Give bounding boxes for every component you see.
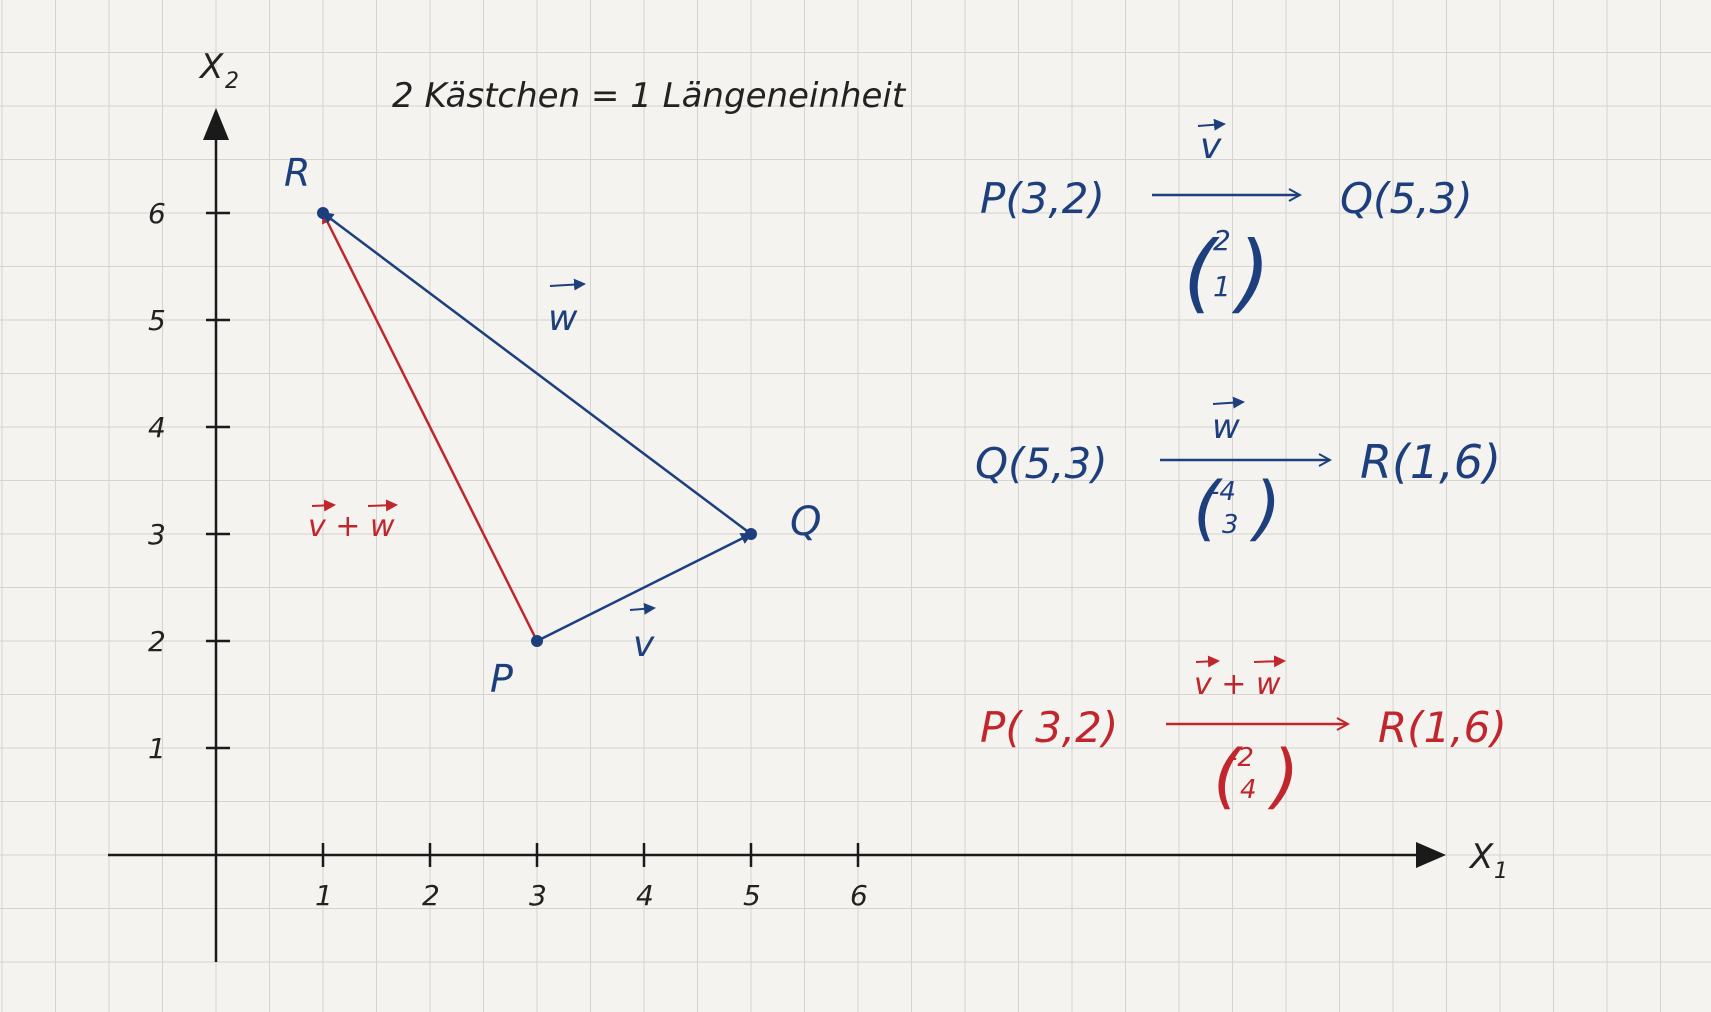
column-vector-top: -2 — [1228, 743, 1254, 773]
y-tick-label: 3 — [148, 518, 166, 551]
column-vector-top: 2 — [1213, 224, 1231, 257]
vector-label-w: w — [548, 278, 586, 339]
column-vector-paren-left: ( — [1183, 223, 1220, 323]
x-tick-label: 6 — [850, 879, 868, 912]
vector-v — [536, 532, 753, 643]
vector-arrow-icon — [1195, 655, 1220, 668]
vector-arrow-icon — [311, 499, 336, 512]
mapping-p-to-r: P( 3,2) v + w R(1,6) ( -2 4 ) — [980, 655, 1507, 817]
coordinate-axes — [108, 108, 1446, 962]
vector-label-v-plus-w: v + w — [308, 499, 398, 544]
column-vector-paren-right: ) — [1249, 467, 1281, 549]
mapping-to: R(1,6) — [1378, 703, 1507, 752]
mapping-to: Q(5,3) — [1340, 174, 1473, 223]
vector-w — [321, 211, 752, 535]
point-r-label: R — [284, 151, 310, 195]
mapping-p-to-q: P(3,2) v Q(5,3) ( 2 1 ) — [980, 118, 1473, 323]
x-tick-label: 4 — [636, 879, 654, 912]
x-tick-label: 1 — [315, 879, 333, 912]
svg-text:v: v — [633, 624, 655, 665]
svg-text:v + w: v + w — [308, 509, 395, 544]
y-tick-label: 4 — [148, 411, 166, 444]
column-vector-paren-right: ) — [1267, 735, 1299, 817]
x-tick-label: 3 — [529, 879, 547, 912]
column-vector-paren-left: ( — [1213, 735, 1243, 817]
vector-arrow-icon — [629, 602, 656, 615]
vector-v-plus-w — [321, 211, 539, 642]
mapping-vector-name: w — [1212, 407, 1240, 447]
points: P Q R — [284, 151, 821, 701]
mapping-from: P(3,2) — [980, 174, 1105, 223]
vectors — [321, 211, 753, 643]
mapping-to: R(1,6) — [1360, 435, 1501, 489]
point-q-dot — [745, 528, 757, 540]
column-vector-paren-right: ) — [1231, 223, 1271, 323]
point-p-dot — [531, 635, 543, 647]
column-vector-bottom: 1 — [1213, 270, 1231, 303]
point-r-dot — [317, 207, 329, 219]
point-q-label: Q — [790, 499, 821, 545]
point-p-label: P — [490, 657, 513, 701]
mapping-vector-name: v — [1200, 126, 1222, 167]
column-vector-paren-left: ( — [1193, 467, 1223, 549]
x-axis-arrowhead — [1416, 842, 1446, 868]
vector-arrow-icon — [1197, 118, 1226, 131]
mapping-vector-name: v + w — [1194, 667, 1281, 702]
y-tick-label: 1 — [148, 732, 166, 765]
mapping-from: Q(5,3) — [975, 439, 1108, 488]
y-axis-arrowhead — [203, 108, 229, 140]
y-tick-label: 5 — [148, 304, 166, 337]
mapping-q-to-r: Q(5,3) w R(1,6) ( -4 3 ) — [975, 396, 1501, 549]
svg-text:w: w — [548, 298, 578, 339]
vector-arrow-icon — [549, 278, 586, 291]
y-tick-label: 2 — [148, 625, 166, 658]
scale-note: 2 Kästchen = 1 Längeneinheit — [392, 76, 907, 116]
vector-arrow-icon — [367, 499, 398, 512]
axis-ticks: 1 2 3 4 5 6 1 2 3 4 5 6 — [148, 197, 868, 912]
y-axis-label: X — [198, 47, 224, 87]
column-vector-top: -4 — [1210, 477, 1236, 507]
vector-arrow-icon — [1212, 396, 1245, 409]
x-axis-label: X — [1468, 837, 1494, 877]
y-axis-label-subscript: 2 — [225, 69, 239, 94]
column-vector-bottom: 4 — [1240, 775, 1257, 805]
vector-arrow-icon — [1253, 655, 1286, 668]
mapping-from: P( 3,2) — [980, 703, 1118, 752]
x-axis-label-subscript: 1 — [1494, 859, 1508, 884]
vector-label-v: v — [629, 602, 656, 665]
x-tick-label: 5 — [743, 879, 761, 912]
y-tick-label: 6 — [148, 197, 166, 230]
x-tick-label: 2 — [422, 879, 440, 912]
column-vector-bottom: 3 — [1222, 510, 1239, 540]
